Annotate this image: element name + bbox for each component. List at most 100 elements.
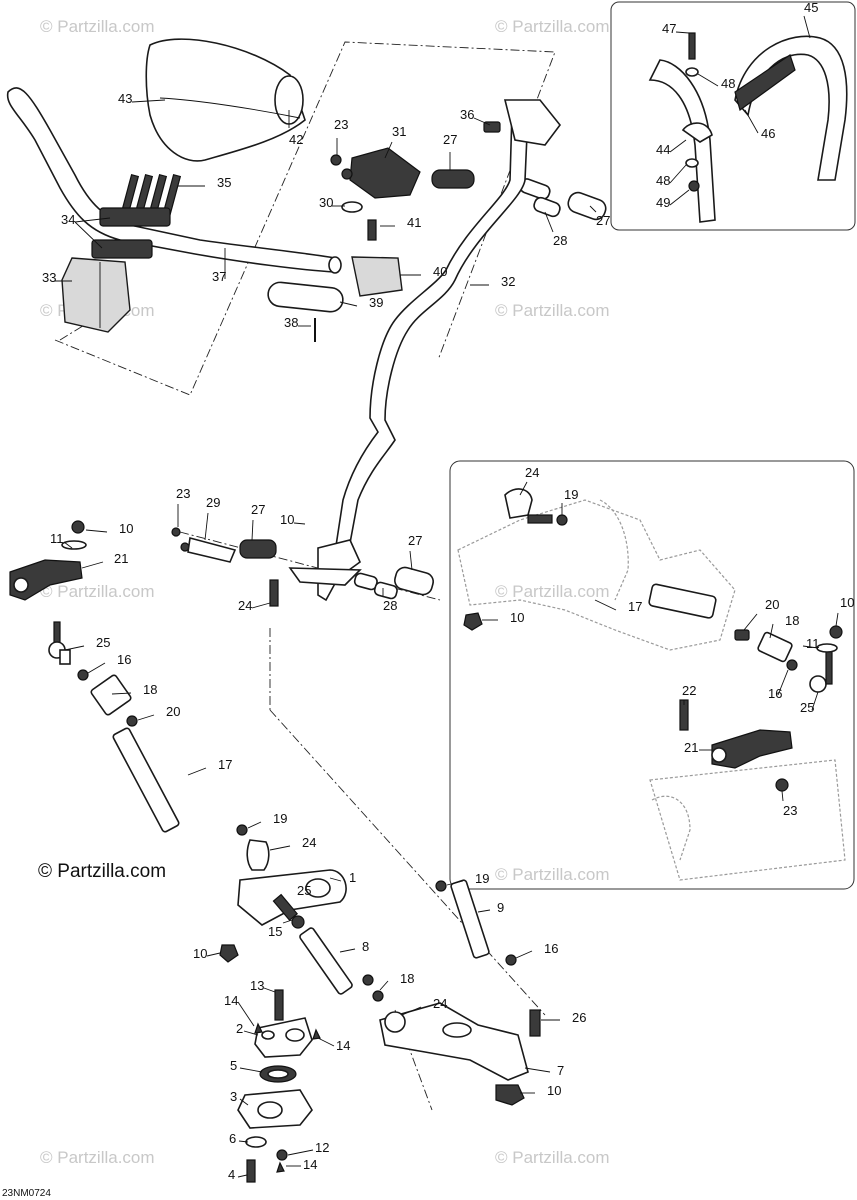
callout-6: 6 — [229, 1131, 236, 1146]
callout-45: 45 — [804, 0, 818, 15]
callout-35: 35 — [217, 175, 231, 190]
steering-support — [237, 989, 321, 1183]
callout-24: 24 — [238, 598, 252, 613]
callout-42: 42 — [289, 132, 303, 147]
watermark: © Partzilla.com — [40, 17, 155, 36]
callout-28: 28 — [383, 598, 397, 613]
callout-30: 30 — [319, 195, 333, 210]
watermark: © Partzilla.com — [495, 17, 610, 36]
callout-20: 20 — [166, 704, 180, 719]
tie-rod-left — [48, 621, 270, 871]
callout-23: 23 — [176, 486, 190, 501]
inset-box-middle-right — [449, 460, 855, 890]
watermark: © Partzilla.com — [495, 865, 610, 884]
callout-24: 24 — [525, 465, 539, 480]
pitman-arm — [219, 869, 347, 963]
callout-34: 34 — [61, 212, 75, 227]
callout-47: 47 — [662, 21, 676, 36]
callout-20: 20 — [765, 597, 779, 612]
inset-steering-detail — [457, 488, 846, 881]
handlebar-pad — [145, 38, 306, 162]
callout-15: 15 — [268, 924, 282, 939]
callout-24: 24 — [302, 835, 316, 850]
callout-24: 24 — [433, 996, 447, 1011]
watermark: © Partzilla.com — [495, 301, 610, 320]
handlebar-clamps — [91, 207, 171, 259]
callout-3: 3 — [230, 1089, 237, 1104]
callout-36: 36 — [460, 107, 474, 122]
callout-27: 27 — [408, 533, 422, 548]
callout-23: 23 — [334, 117, 348, 132]
steering-arm-left — [9, 520, 87, 601]
callout-10: 10 — [840, 595, 854, 610]
callout-10: 10 — [119, 521, 133, 536]
callout-10: 10 — [510, 610, 524, 625]
callout-11: 11 — [50, 531, 64, 546]
callout-14: 14 — [224, 993, 238, 1008]
callout-31: 31 — [392, 124, 406, 139]
callout-14: 14 — [336, 1038, 350, 1053]
callout-25: 25 — [96, 635, 110, 650]
callout-14: 14 — [303, 1157, 317, 1172]
callout-37: 37 — [212, 269, 226, 284]
callout-28: 28 — [553, 233, 567, 248]
callout-12: 12 — [315, 1140, 329, 1155]
callout-7: 7 — [557, 1063, 564, 1078]
callout-39: 39 — [369, 295, 383, 310]
watermark: © Partzilla.com — [40, 1148, 155, 1167]
callout-18: 18 — [785, 613, 799, 628]
callout-27: 27 — [251, 502, 265, 517]
callout-44: 44 — [656, 142, 670, 157]
riser-block — [61, 257, 131, 333]
leader-lines — [55, 15, 839, 1178]
callout-19: 19 — [564, 487, 578, 502]
callout-41: 41 — [407, 215, 421, 230]
callout-8: 8 — [362, 939, 369, 954]
callout-32: 32 — [501, 274, 515, 289]
callout-4: 4 — [228, 1167, 235, 1182]
callout-43: 43 — [118, 91, 132, 106]
callout-29: 29 — [206, 495, 220, 510]
diagram-code: 23NM0724 — [2, 1188, 51, 1199]
callout-17: 17 — [628, 599, 642, 614]
callout-11: 11 — [806, 636, 820, 651]
callout-27: 27 — [596, 213, 610, 228]
inset-handlebar-detail — [648, 32, 848, 223]
callout-21: 21 — [114, 551, 128, 566]
callout-5: 5 — [230, 1058, 237, 1073]
inset-box-top-right — [610, 1, 856, 231]
handlebar — [6, 87, 342, 274]
tie-rod-end-upper — [431, 169, 607, 221]
callout-27: 27 — [443, 132, 457, 147]
callout-17: 17 — [218, 757, 232, 772]
callout-48: 48 — [656, 173, 670, 188]
drag-link — [299, 927, 384, 1002]
callout-25: 25 — [800, 700, 814, 715]
callout-33: 33 — [42, 270, 56, 285]
steering-bracket-upper — [330, 147, 421, 213]
callout-19: 19 — [273, 811, 287, 826]
callout-16: 16 — [768, 686, 782, 701]
steering-bracket-lower — [171, 527, 434, 607]
callout-18: 18 — [400, 971, 414, 986]
callout-48: 48 — [721, 76, 735, 91]
callout-25: 25 — [297, 883, 311, 898]
callout-18: 18 — [143, 682, 157, 697]
copyright-watermark: © Partzilla.com — [38, 861, 166, 882]
center-link — [435, 879, 517, 966]
callout-1: 1 — [349, 870, 356, 885]
callout-49: 49 — [656, 195, 670, 210]
watermark: © Partzilla.com — [495, 582, 610, 601]
watermark: © Partzilla.com — [40, 582, 155, 601]
throttle-housing — [351, 219, 403, 297]
callout-10: 10 — [280, 512, 294, 527]
callout-10: 10 — [547, 1083, 561, 1098]
callout-40: 40 — [433, 264, 447, 279]
callout-10: 10 — [193, 946, 207, 961]
callout-16: 16 — [544, 941, 558, 956]
steering-column — [288, 99, 562, 602]
callout-46: 46 — [761, 126, 775, 141]
watermark: © Partzilla.com — [495, 1148, 610, 1167]
